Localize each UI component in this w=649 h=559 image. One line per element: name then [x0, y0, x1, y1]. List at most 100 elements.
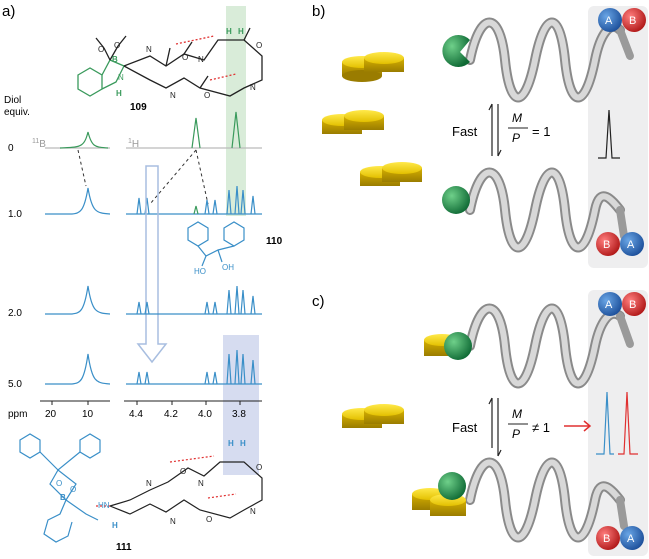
nucleus-b-label: 11B [32, 138, 46, 150]
svg-text:O: O [256, 41, 262, 50]
svg-text:N: N [198, 55, 204, 64]
panel-c-label: c) [312, 293, 325, 310]
fast-label-b: Fast [452, 124, 478, 139]
helix-bottom-b [465, 167, 628, 253]
helix-top-c [465, 303, 634, 389]
green-highlight-band [226, 6, 246, 216]
split-peak-red [618, 391, 638, 455]
b-tick-20: 20 [45, 409, 57, 420]
diol-header-line2: equiv. [4, 107, 30, 118]
titration-arrow-icon [136, 165, 168, 364]
svg-text:O: O [70, 485, 76, 494]
svg-text:O: O [182, 53, 188, 62]
h-tick-3-8: 3.8 [232, 409, 246, 420]
end-a-text-c1: A [605, 299, 613, 311]
ratio-m-c: M [512, 407, 522, 421]
green-cap-bottom-b [442, 186, 470, 214]
end-a-text-b2: A [627, 239, 635, 251]
fast-label-c: Fast [452, 420, 478, 435]
svg-text:N: N [146, 45, 152, 54]
h-tick-4-4: 4.4 [129, 409, 143, 420]
end-a-text-c2: A [627, 533, 635, 545]
equilibrium-arrows-b [488, 103, 502, 157]
axis-unit-label: ppm [8, 409, 27, 420]
compound-110-atoms-oh1: HO [194, 267, 206, 276]
svg-text:B: B [60, 493, 66, 502]
end-label-b-ball-b2 [596, 232, 620, 256]
svg-text:H: H [238, 27, 244, 36]
compound-111-peptide [96, 455, 263, 519]
green-cap-bottom-c [438, 472, 466, 500]
equiv-label-0: 0 [8, 143, 14, 154]
svg-text:B: B [112, 55, 118, 64]
panel-b-label: b) [312, 3, 325, 20]
equiv-label-1: 1.0 [8, 209, 22, 220]
compound-111-label: 111 [116, 542, 132, 553]
svg-text:N: N [198, 479, 204, 488]
end-b-text-b2: B [603, 239, 610, 251]
end-label-a-ball-c2 [620, 526, 644, 550]
svg-text:N: N [250, 507, 256, 516]
svg-text:H: H [228, 439, 234, 448]
shift-connectors [77, 149, 209, 205]
spectrum-row-2 [45, 285, 262, 315]
svg-text:O: O [180, 467, 186, 476]
end-b-text-c2: B [603, 533, 610, 545]
green-cap-icon [442, 34, 470, 67]
end-b-text-c1: B [629, 299, 636, 311]
svg-text:N: N [146, 479, 152, 488]
gold-disc-group-2 [322, 110, 384, 134]
gold-disc-free-c [342, 404, 404, 428]
svg-text:HN: HN [98, 501, 110, 510]
svg-text:O: O [206, 515, 212, 524]
equilibrium-arrows-c [488, 397, 502, 457]
end-label-b-ball-b1 [622, 8, 646, 32]
spectrum-row-0 [45, 111, 262, 149]
equiv-label-3: 5.0 [8, 379, 22, 390]
end-b-text-b1: B [629, 15, 636, 27]
svg-text:N: N [170, 91, 176, 100]
ratio-value-b: = 1 [532, 124, 550, 139]
nucleus-h-label: 1H [128, 138, 139, 150]
split-peak-blue [596, 391, 614, 455]
compound-109-atoms: B N O O N O N H H O N O N H [98, 27, 262, 100]
svg-text:O: O [114, 41, 120, 50]
compound-110-atoms-oh2: OH [222, 263, 234, 272]
svg-text:N: N [250, 83, 256, 92]
svg-text:O: O [256, 463, 262, 472]
b-tick-10: 10 [82, 409, 94, 420]
compound-111-structure [19, 433, 101, 543]
end-a-text-b1: A [605, 15, 613, 27]
svg-text:H: H [226, 27, 232, 36]
svg-text:O: O [98, 45, 104, 54]
ratio-p-c: P [512, 427, 520, 441]
gold-disc-group-1 [342, 52, 404, 82]
h-tick-4-2: 4.2 [164, 409, 178, 420]
helix-top-b [465, 17, 634, 103]
equiv-label-2: 2.0 [8, 308, 22, 319]
ppm-axis [40, 400, 262, 405]
spectrum-row-3 [45, 349, 262, 385]
compound-111-atoms: O O B HN H H H N O N O N O N [56, 439, 262, 530]
end-label-b-ball-c2 [596, 526, 620, 550]
svg-text:H: H [112, 521, 118, 530]
single-peak-b [598, 109, 620, 159]
end-label-a-ball-b1 [598, 8, 622, 32]
svg-text:H: H [240, 439, 246, 448]
panel-a-label: a) [2, 3, 15, 20]
end-label-a-ball-b2 [620, 232, 644, 256]
compound-109-structure [77, 27, 263, 97]
panel-b-gray-region [588, 6, 648, 268]
gold-disc-group-3 [360, 162, 422, 186]
svg-text:H: H [116, 89, 122, 98]
end-label-a-ball-c1 [598, 292, 622, 316]
spectrum-row-1 [45, 185, 262, 215]
svg-text:N: N [170, 517, 176, 526]
compound-110-structure [187, 221, 245, 267]
ratio-p-b: P [512, 131, 520, 145]
ratio-value-c: ≠ 1 [532, 420, 550, 435]
diol-header-line1: Diol [4, 95, 21, 106]
h-tick-4-0: 4.0 [198, 409, 212, 420]
svg-text:N: N [118, 73, 124, 82]
